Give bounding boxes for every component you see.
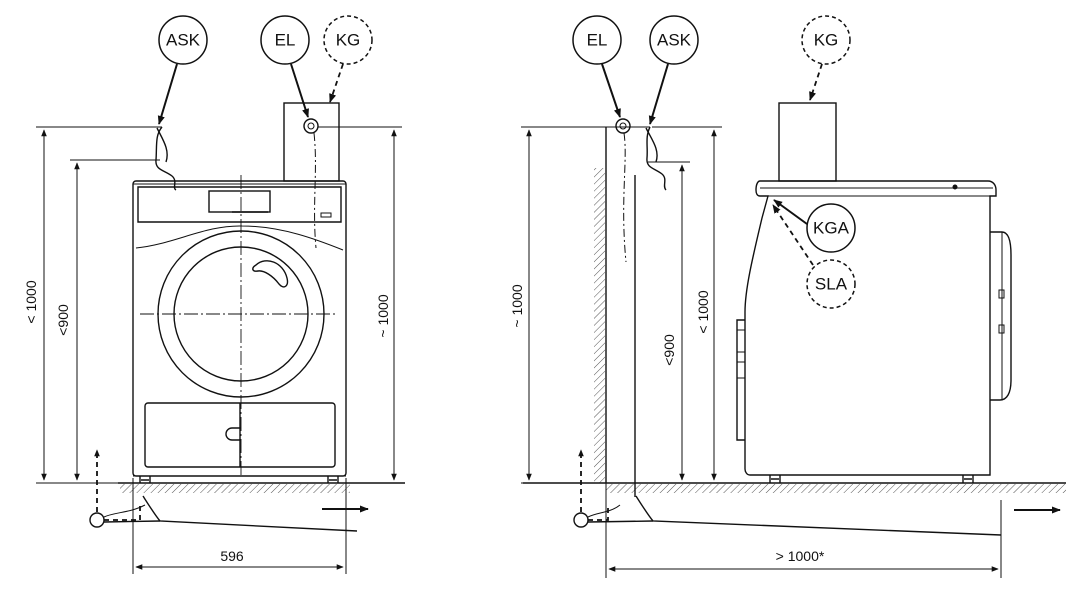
drain-pipe-side bbox=[573, 449, 1061, 536]
label-unit-height-front: ~ 1000 bbox=[375, 294, 391, 337]
floor-front bbox=[118, 482, 405, 493]
callout-label-kg-side: KG bbox=[814, 31, 839, 50]
ask-hose-side-inner bbox=[645, 127, 658, 163]
el-socket-side bbox=[615, 118, 631, 263]
callout-label-el-side: EL bbox=[587, 31, 608, 50]
drain-pipe-front bbox=[89, 449, 369, 532]
ask-hose-side bbox=[646, 126, 667, 191]
label-width-front: 596 bbox=[220, 548, 244, 564]
callout-kg-side: KG bbox=[801, 15, 851, 101]
label-total-height-side: < 1000 bbox=[695, 290, 711, 333]
dimension-unit-height-front: ~ 1000 bbox=[318, 126, 402, 481]
wall-side bbox=[594, 127, 607, 483]
callout-el-front: EL bbox=[260, 15, 310, 118]
label-total-height-front: < 1000 bbox=[23, 280, 39, 323]
dryer-front bbox=[132, 180, 347, 483]
dimension-inlet-height-side: <900 bbox=[648, 161, 690, 481]
callout-label-el-front: EL bbox=[275, 31, 296, 50]
dimension-wall-height-side: ~ 1000 bbox=[509, 126, 650, 484]
callout-label-ask-front: ASK bbox=[166, 31, 201, 50]
dimension-total-height-front: < 1000 bbox=[23, 126, 162, 484]
dryer-side bbox=[736, 180, 1012, 483]
callout-label-sla-side: SLA bbox=[815, 275, 848, 294]
callout-label-kg-front: KG bbox=[336, 31, 361, 50]
kg-duct-side bbox=[778, 102, 837, 182]
ask-hose-front bbox=[155, 126, 177, 191]
label-wall-height-side: ~ 1000 bbox=[509, 284, 525, 327]
callout-kga-side: KGA bbox=[773, 199, 856, 253]
dimension-total-height-side: < 1000 bbox=[652, 126, 722, 481]
callout-ask-side: ASK bbox=[648, 15, 699, 125]
callout-el-side: EL bbox=[572, 15, 622, 118]
label-inlet-height-side: <900 bbox=[661, 334, 677, 366]
label-depth-side: > 1000* bbox=[776, 548, 825, 564]
callout-sla-side: SLA bbox=[772, 204, 856, 309]
callout-kg-front: KG bbox=[323, 15, 373, 103]
callout-label-ask-side: ASK bbox=[657, 31, 692, 50]
dimension-width-front: 596 bbox=[132, 478, 347, 574]
kg-duct-front bbox=[283, 102, 340, 249]
callout-ask-front: ASK bbox=[157, 15, 208, 125]
side-view: ~ 1000 <900 < 1000 > 1000* bbox=[509, 15, 1066, 578]
label-inlet-height-front: <900 bbox=[55, 304, 71, 336]
dimension-depth-side: > 1000* bbox=[605, 483, 1002, 578]
dimension-inlet-height-front: <900 bbox=[55, 159, 160, 481]
front-view: < 1000 <900 ~ 1000 596 bbox=[23, 15, 405, 574]
callout-label-kga-side: KGA bbox=[813, 219, 850, 238]
ask-hose-front-inner bbox=[156, 127, 168, 163]
floor-side bbox=[523, 482, 1066, 493]
